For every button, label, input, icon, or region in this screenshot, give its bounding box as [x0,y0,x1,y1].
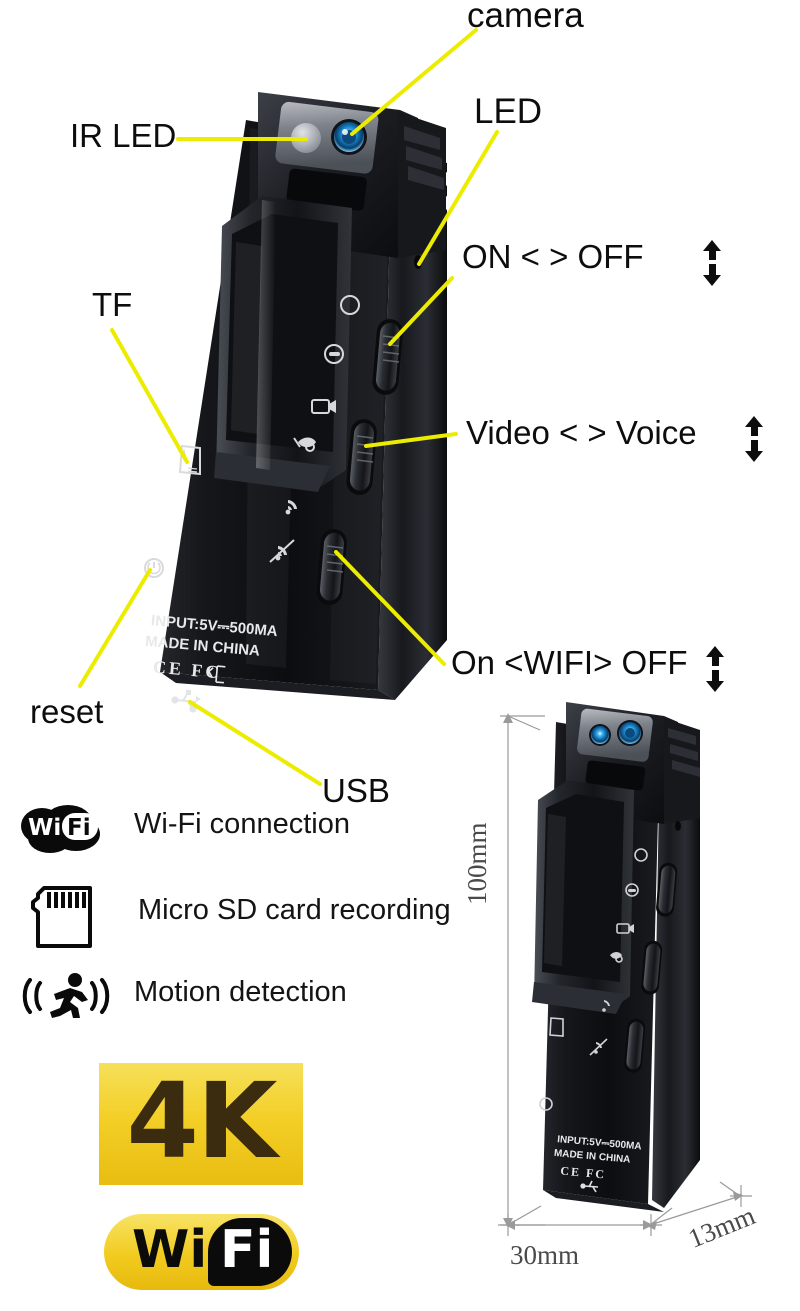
badge-wifi: Wi Fi [104,1214,299,1290]
legend-label-wifi: Wi-Fi connection [134,808,350,840]
micro-sd-card-icon [14,884,118,948]
wifi-logo-icon: Wi Fi [14,800,118,856]
leader-wifi-on-off [334,550,446,666]
leader-reset [78,568,152,688]
up-down-arrow-icon-video-voice [745,416,763,462]
callout-label-on-off: ON < > OFF [462,238,644,275]
up-down-arrow-icon-wifi-on-off [706,646,724,692]
motion-detection-icon [14,968,118,1024]
legend-label-micro-sd: Micro SD card recording [138,894,451,926]
badge-wifi-wi-text: Wi [132,1220,208,1280]
face-icon-voice-mic [293,437,316,452]
leader-led [417,130,499,266]
callout-label-reset: reset [30,693,104,730]
badge-4k-text: 4K [126,1060,278,1182]
dimension-label-height: 100mm [462,822,492,905]
legend-item-micro-sd: Micro SD card recording [14,884,484,948]
face-icon-led-ring [340,295,360,315]
small-body-print-marks: CE FC [560,1164,607,1182]
face-icon-video-camera [311,399,336,414]
legend-item-motion-detection: Motion detection [14,968,484,1024]
up-down-arrow-icon-on-off [703,240,721,286]
callout-label-tf: TF [92,286,133,323]
leader-video-voice [364,432,458,448]
leader-tf [110,328,189,464]
device-small-replica: INPUT:5V⎓500MA MADE IN CHINA CE FC [532,702,700,1212]
callout-label-wifi-on-off: On <WIFI> OFF [451,644,688,681]
switch-wifi-onoff [316,529,347,605]
legend-label-motion-detection: Motion detection [134,976,347,1008]
reset-pinhole-icon [144,558,164,578]
svg-text:Wi: Wi [28,815,61,841]
leader-on-off [388,276,454,346]
dimension-guides [498,713,752,1236]
switch-video-voice [346,419,377,495]
leader-usb [188,700,322,786]
legend-item-wifi: Wi Fi Wi-Fi connection [14,800,484,856]
callout-label-ir-led: IR LED [70,117,177,154]
callout-label-camera: camera [467,0,584,35]
feature-legend: Wi Fi Wi-Fi connection [14,800,484,1052]
callout-label-video-voice: Video < > Voice [466,414,697,451]
callout-label-usb: USB [322,772,390,809]
callout-label-led: LED [474,92,543,131]
leader-camera [350,28,478,136]
face-icon-power-dash [324,344,344,364]
badge-wifi-fi-text: Fi [220,1220,274,1280]
callout-leader-lines [78,28,499,786]
badge-wifi-black-shape [208,1218,292,1286]
svg-text:Fi: Fi [67,815,91,841]
device-main-body: INPUT:5V⎓500MA MADE IN CHINA CE FC [144,92,447,713]
dimension-label-width: 30mm [510,1240,580,1270]
badge-4k: 4K [99,1063,303,1185]
face-icon-wifi-off [269,539,295,563]
face-icon-wifi-on [285,500,297,515]
